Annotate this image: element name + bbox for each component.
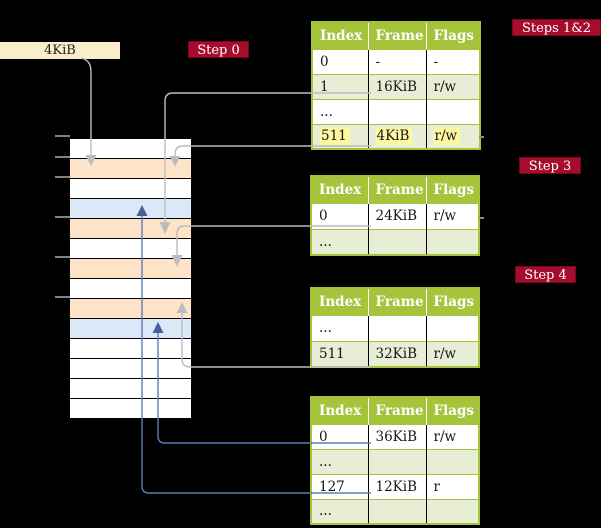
table-cell: ... bbox=[311, 228, 368, 255]
memory-row-peach bbox=[70, 259, 191, 279]
table-cell: r/w bbox=[425, 73, 480, 99]
highlighted-value: r/w bbox=[433, 128, 461, 146]
table-cell: ... bbox=[311, 498, 368, 524]
table-cell: r/w bbox=[425, 423, 479, 449]
table-cell: 4KiB bbox=[367, 123, 426, 149]
memory-row-peach bbox=[70, 299, 191, 319]
table-row: 511 4KiB r/w bbox=[312, 123, 480, 149]
column-header-index: Index bbox=[311, 288, 368, 315]
memory-row-white bbox=[70, 239, 191, 259]
physical-memory-column bbox=[70, 138, 191, 419]
memory-row-blue bbox=[70, 319, 191, 339]
memory-tick bbox=[55, 296, 70, 298]
table-cell: 511 bbox=[311, 340, 368, 367]
column-header-index: Index bbox=[311, 176, 368, 203]
table-cell bbox=[367, 228, 426, 255]
table-row: ... bbox=[311, 228, 479, 255]
memory-row-peach bbox=[70, 219, 191, 239]
table-cell: r/w bbox=[425, 340, 479, 367]
table-cell bbox=[367, 498, 426, 524]
table-cell: r bbox=[425, 473, 479, 499]
memory-row-white bbox=[70, 359, 191, 379]
table-row: 0-- bbox=[312, 48, 480, 74]
memory-tick bbox=[55, 135, 70, 137]
table-cell bbox=[367, 98, 426, 124]
column-header-flags: Flags bbox=[425, 22, 480, 49]
column-header-frame: Frame bbox=[367, 176, 426, 203]
table-cell bbox=[425, 98, 480, 124]
table-cell: 36KiB bbox=[367, 423, 426, 449]
table-cell bbox=[367, 314, 426, 341]
table-row: ... bbox=[311, 498, 479, 524]
table-cell: 1 bbox=[312, 73, 368, 99]
memory-row-white bbox=[70, 279, 191, 299]
page-size-label: 4KiB bbox=[0, 42, 120, 59]
memory-row-white bbox=[70, 399, 191, 419]
table-cell: 24KiB bbox=[367, 202, 426, 229]
column-header-frame: Frame bbox=[367, 288, 426, 315]
table-cell bbox=[367, 448, 426, 474]
table-cell: ... bbox=[312, 98, 368, 124]
table-cell bbox=[425, 498, 479, 524]
column-header-flags: Flags bbox=[425, 397, 479, 424]
column-header-index: Index bbox=[311, 397, 368, 424]
table-cell: - bbox=[367, 48, 426, 74]
table-row: ... bbox=[312, 98, 480, 124]
badge-steps-1-2: Steps 1&2 bbox=[512, 19, 601, 36]
memory-row-white bbox=[70, 379, 191, 399]
column-header-frame: Frame bbox=[367, 397, 426, 424]
badge-step-3: Step 3 bbox=[519, 157, 581, 174]
memory-tick bbox=[55, 156, 70, 158]
table-cell: - bbox=[425, 48, 480, 74]
memory-tick bbox=[55, 216, 70, 218]
highlighted-value: 4KiB bbox=[375, 128, 413, 146]
table-row: ... bbox=[311, 448, 479, 474]
table-cell bbox=[425, 448, 479, 474]
table-row: ... bbox=[311, 314, 479, 341]
table-cell: 0 bbox=[311, 423, 368, 449]
table-cell: ... bbox=[311, 448, 368, 474]
table-cell: 32KiB bbox=[367, 340, 426, 367]
badge-step-0: Step 0 bbox=[188, 41, 249, 58]
memory-row-blue bbox=[70, 199, 191, 219]
table-cell: 0 bbox=[312, 48, 368, 74]
table-cell bbox=[425, 314, 479, 341]
memory-row-white bbox=[70, 339, 191, 359]
badge-step-4: Step 4 bbox=[515, 266, 576, 283]
memory-row-peach bbox=[70, 159, 191, 179]
memory-row-white bbox=[70, 138, 191, 159]
memory-row-white bbox=[70, 179, 191, 199]
table-cell: 511 bbox=[312, 123, 368, 149]
table-cell: 12KiB bbox=[367, 473, 426, 499]
column-header-index: Index bbox=[312, 22, 368, 49]
memory-tick bbox=[55, 256, 70, 258]
table-cell bbox=[425, 228, 479, 255]
column-header-frame: Frame bbox=[367, 22, 426, 49]
column-header-flags: Flags bbox=[425, 176, 479, 203]
column-header-flags: Flags bbox=[425, 288, 479, 315]
table-cell: ... bbox=[311, 314, 368, 341]
table-cell: r/w bbox=[425, 202, 479, 229]
table-cell: 0 bbox=[311, 202, 368, 229]
table-cell: 16KiB bbox=[367, 73, 426, 99]
memory-tick bbox=[55, 176, 70, 178]
table-cell: r/w bbox=[425, 123, 480, 149]
table-cell: 127 bbox=[311, 473, 368, 499]
highlighted-value: 511 bbox=[320, 128, 350, 146]
